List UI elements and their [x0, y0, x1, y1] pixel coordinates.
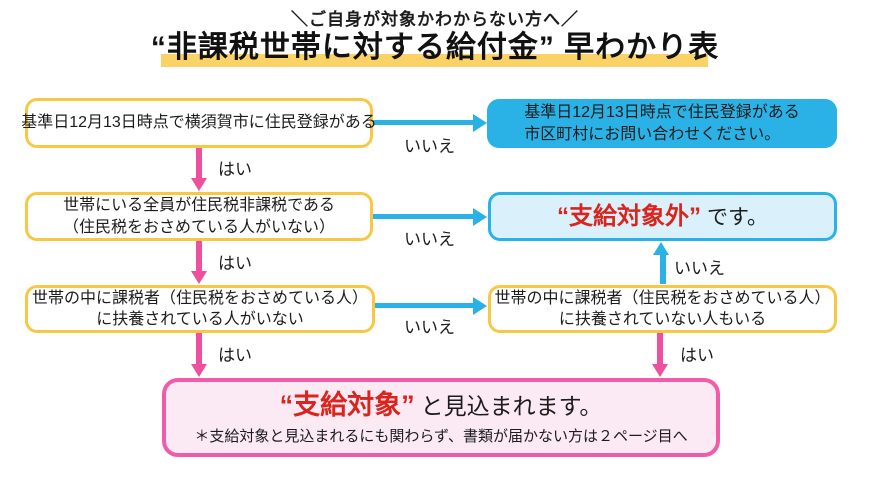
- question-text-line2: （住民税をおさめている人がいない）: [62, 218, 335, 236]
- no-label-4: いいえ: [674, 259, 725, 278]
- no-arrow-3-shaft: [375, 303, 474, 308]
- yes-arrow-3-shaft: [196, 333, 202, 365]
- no-arrow-2-head: [473, 208, 487, 226]
- no-label-2: いいえ: [404, 230, 455, 249]
- yes-label-1: はい: [218, 160, 252, 179]
- yes-label-3: はい: [218, 346, 252, 365]
- eligible-note: ＊支給対象と見込まれるにも関わらず、書類が届かない方は２ページ目へ: [194, 428, 688, 446]
- title-highlight-bar: [161, 54, 708, 67]
- result-box-other-municipality: 基準日12月13日時点で住民登録がある 市区町村にお問い合わせください。: [487, 99, 837, 148]
- no-arrow-1-shaft: [373, 120, 474, 125]
- question-text-line2: に扶養されていない人もいる: [558, 311, 767, 328]
- page-title: “非課税世帯に対する給付金” 早わかり表: [150, 31, 720, 64]
- no-arrow-4-shaft: [660, 255, 666, 284]
- yes-arrow-1-head: [191, 178, 207, 191]
- yes-arrow-4-head: [652, 364, 668, 377]
- question-text-line2: に扶養されている人がいない: [96, 311, 304, 328]
- yes-arrow-1-shaft: [196, 148, 202, 179]
- no-arrow-3-head: [473, 297, 487, 315]
- header-tagline: ＼ご自身が対象かわからない方へ／: [291, 10, 579, 29]
- question-box-no-dependents: 世帯の中に課税者（住民税をおさめている人） に扶養されている人がいない: [25, 285, 375, 333]
- not-eligible-suffix: です。: [707, 205, 768, 229]
- no-arrow-4-head: [653, 242, 669, 255]
- question-text: 基準日12月13日時点で横須賀市に住民登録がある: [21, 114, 377, 132]
- yes-arrow-4-shaft: [657, 333, 663, 365]
- question-box-non-dependent-exists: 世帯の中に課税者（住民税をおさめている人） に扶養されていない人もいる: [488, 285, 837, 333]
- question-box-residence: 基準日12月13日時点で横須賀市に住民登録がある: [21, 98, 377, 148]
- not-eligible-highlight: “支給対象外”: [557, 202, 702, 230]
- eligible-highlight: “支給対象”: [279, 389, 415, 420]
- yes-label-2: はい: [218, 254, 252, 273]
- question-text-line1: 世帯にいる全員が住民税非課税である: [63, 197, 335, 215]
- yes-label-4: はい: [680, 346, 714, 365]
- no-arrow-1-head: [473, 114, 487, 132]
- question-box-all-tax-exempt: 世帯にいる全員が住民税非課税である （住民税をおさめている人がいない）: [25, 192, 373, 241]
- result-box-not-eligible: “支給対象外” です。: [488, 192, 837, 241]
- no-label-1: いいえ: [404, 137, 455, 156]
- question-text-line1: 世帯の中に課税者（住民税をおさめている人）: [494, 289, 831, 307]
- eligible-suffix: と見込まれます。: [420, 392, 603, 419]
- yes-arrow-2-shaft: [196, 241, 202, 272]
- no-label-3: いいえ: [404, 318, 455, 337]
- no-arrow-2-shaft: [373, 214, 474, 219]
- result-text-line1: 基準日12月13日時点で住民登録がある: [524, 104, 800, 122]
- yes-arrow-3-head: [191, 364, 207, 377]
- result-box-eligible: “支給対象” と見込まれます。 ＊支給対象と見込まれるにも関わらず、書類が届かな…: [162, 378, 720, 457]
- question-text-line1: 世帯の中に課税者（住民税をおさめている人）: [31, 289, 368, 307]
- result-text-line2: 市区町村にお問い合わせください。: [524, 125, 781, 143]
- yes-arrow-2-head: [191, 271, 207, 284]
